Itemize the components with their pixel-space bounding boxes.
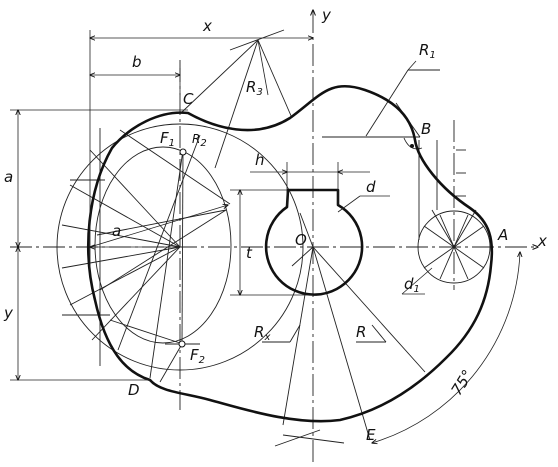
dim-h-label: h [255,151,265,169]
radius-a-label: a [112,222,121,240]
f1-label: F1 [160,129,175,149]
rx-label: Rx [254,323,270,343]
dim-t-label: t [246,244,253,262]
point-b-dot [410,144,414,148]
focus-f2-dot [178,340,186,348]
axis-x-label: x [537,232,547,250]
point-a-label: A [497,226,508,244]
r-label: R [356,323,366,341]
large-construction-circle [56,123,304,371]
construction-lines [56,29,491,447]
dim-d-label: d [366,178,376,196]
central-hole-keyway [264,188,364,296]
r3-label: R3 [246,78,263,98]
dim-a-label: a [4,168,13,186]
point-b-label: B [421,120,431,138]
r2-label: R2 [192,132,207,149]
f2-label: F2 [190,346,205,366]
focus-f1-dot [179,148,187,156]
cam-outline [87,84,494,423]
dim-b-label: b [132,53,142,71]
dim-x-label: x [202,17,212,35]
axis-y-label: y [321,6,332,24]
dimensions [10,30,520,443]
dim-d1-label: d1 [404,275,420,295]
point-c-label: C [183,90,194,108]
dim-y-label: y [3,304,14,322]
r1-label: R1 [419,41,436,61]
point-e-label: E [366,426,376,444]
angle-label: 75° [448,366,477,398]
construction-ellipse [94,146,232,344]
point-d-label: D [128,381,140,399]
point-o-label: O [295,231,307,249]
